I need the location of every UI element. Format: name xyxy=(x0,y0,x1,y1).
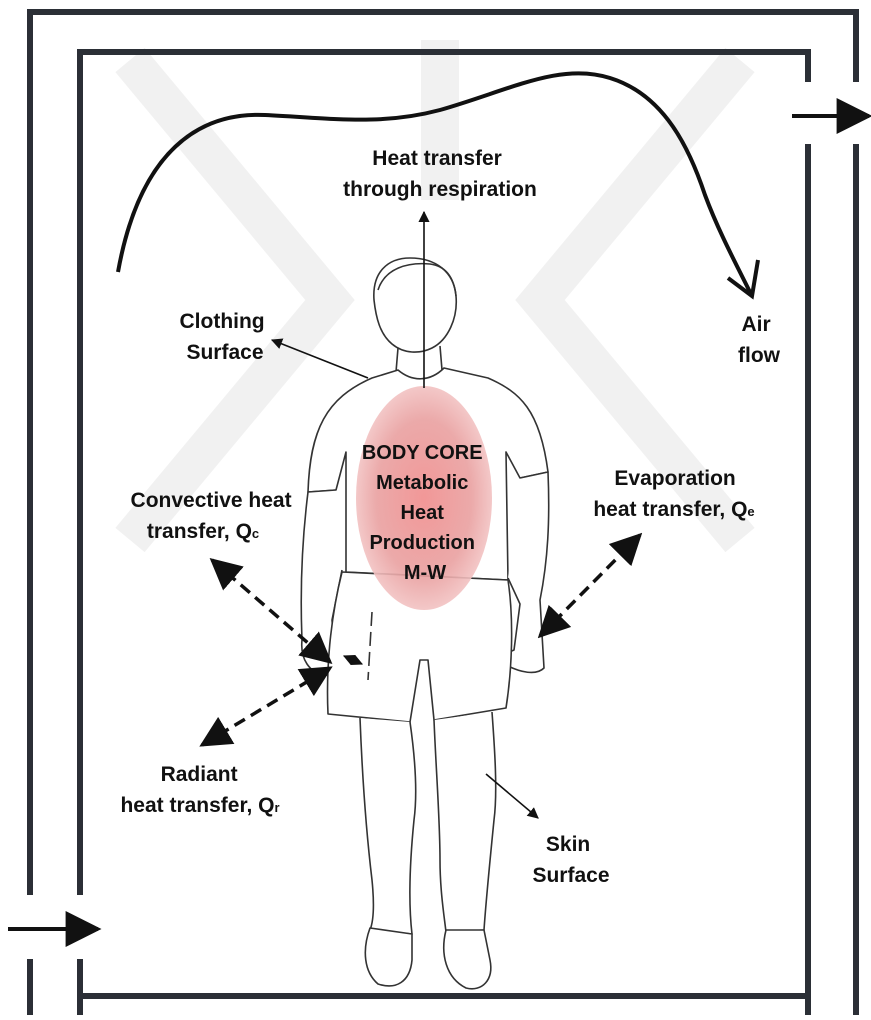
evaporation-label: Evaporation heat transfer, Qe xyxy=(593,467,754,521)
radiant-label: Radiant heat transfer, Qr xyxy=(120,763,279,817)
skin-label: Skin Surface xyxy=(532,833,609,887)
left-foot xyxy=(365,928,412,986)
evaporation-arrow xyxy=(540,535,640,636)
head xyxy=(374,258,456,352)
radiant-arrow xyxy=(202,668,330,745)
left-leg xyxy=(360,718,416,934)
right-foot xyxy=(444,930,491,989)
outlet-opening xyxy=(800,82,871,144)
airflow-label: Air flow xyxy=(738,313,781,367)
clothing-label: Clothing Surface xyxy=(180,310,271,364)
person-figure xyxy=(301,258,548,989)
right-leg xyxy=(434,712,496,932)
